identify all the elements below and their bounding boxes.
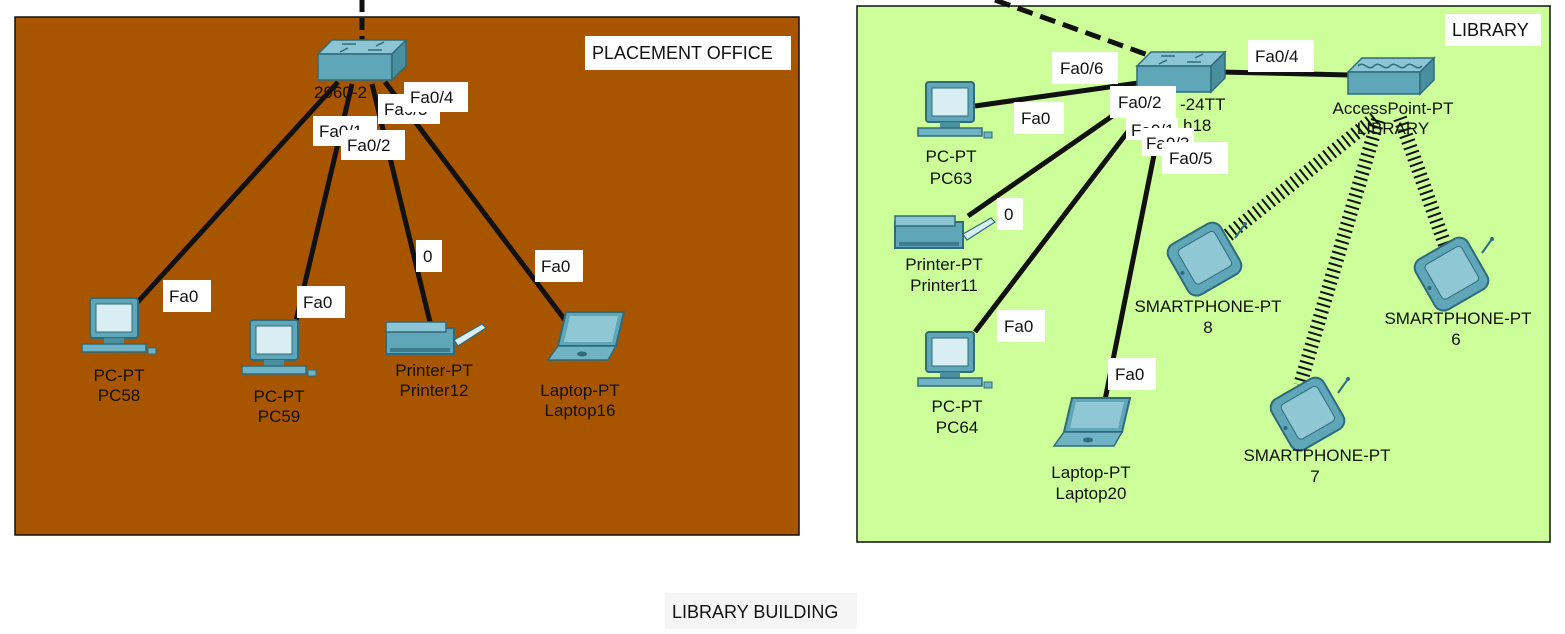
pc63-name: PC63 <box>930 169 973 188</box>
pc59-port: Fa0 <box>303 293 332 312</box>
pc58-name: PC58 <box>98 386 141 405</box>
ap-type: AccessPoint-PT <box>1333 99 1454 118</box>
printer12-port: 0 <box>423 247 432 266</box>
pc64-type: PC-PT <box>932 397 983 416</box>
pc63-port: Fa0 <box>1021 109 1050 128</box>
library-title: LIBRARY <box>1452 20 1529 40</box>
smartphone7-type: SMARTPHONE-PT <box>1243 446 1390 465</box>
placement-office-title: PLACEMENT OFFICE <box>592 43 773 63</box>
smartphone7-name: 7 <box>1310 467 1319 486</box>
laptop20-type: Laptop-PT <box>1051 463 1130 482</box>
pc58-port: Fa0 <box>169 287 198 306</box>
library-building-title: LIBRARY BUILDING <box>672 602 838 622</box>
pc64-port: Fa0 <box>1004 317 1033 336</box>
printer11-name: Printer11 <box>910 276 978 295</box>
placement-switch-icon[interactable] <box>317 39 407 81</box>
pc64-name: PC64 <box>936 418 979 437</box>
pc59-name: PC59 <box>258 407 301 426</box>
laptop20-port: Fa0 <box>1115 365 1144 384</box>
pc58-type: PC-PT <box>94 366 145 385</box>
placement-port-labels: Fa0/1 Fa0/3 Fa0/4 Fa0/2 Fa0 Fa0 0 Fa0 <box>163 82 583 318</box>
lib-port-fa0-4: Fa0/4 <box>1255 47 1298 66</box>
laptop16-type: Laptop-PT <box>540 381 619 400</box>
library-port-labels: Fa0/6 Fa0/4 Fa0 Fa0/2 Fa0/1 Fa0/3 Fa0/5 … <box>997 40 1314 390</box>
lib-port-fa0-2: Fa0/2 <box>1118 93 1161 112</box>
smartphone6-type: SMARTPHONE-PT <box>1384 309 1531 328</box>
printer11-type: Printer-PT <box>905 255 982 274</box>
port-fa0-4: Fa0/4 <box>410 88 453 107</box>
placement-switch-label: 2960-2 <box>314 83 367 102</box>
lib-port-fa0-5: Fa0/5 <box>1169 149 1212 168</box>
pc63-type: PC-PT <box>926 147 977 166</box>
lib-port-fa0-6: Fa0/6 <box>1060 59 1103 78</box>
library-switch-name: -24TT <box>1180 95 1225 114</box>
smartphone8-name: 8 <box>1203 318 1212 337</box>
smartphone6-name: 6 <box>1451 330 1460 349</box>
printer11-port: 0 <box>1004 205 1013 224</box>
laptop16-port: Fa0 <box>541 257 570 276</box>
library-wireless-links <box>1223 112 1452 387</box>
laptop16-name: Laptop16 <box>545 401 616 420</box>
smartphone8-type: SMARTPHONE-PT <box>1134 297 1281 316</box>
printer12-type: Printer-PT <box>395 361 472 380</box>
library-uplink <box>994 0 1163 63</box>
ap-name: LIBRARY <box>1357 119 1429 138</box>
laptop20-name: Laptop20 <box>1056 484 1127 503</box>
port-fa0-2: Fa0/2 <box>347 136 390 155</box>
printer12-name: Printer12 <box>400 381 469 400</box>
pc59-type: PC-PT <box>254 387 305 406</box>
accesspoint-icon[interactable] <box>1347 57 1435 95</box>
